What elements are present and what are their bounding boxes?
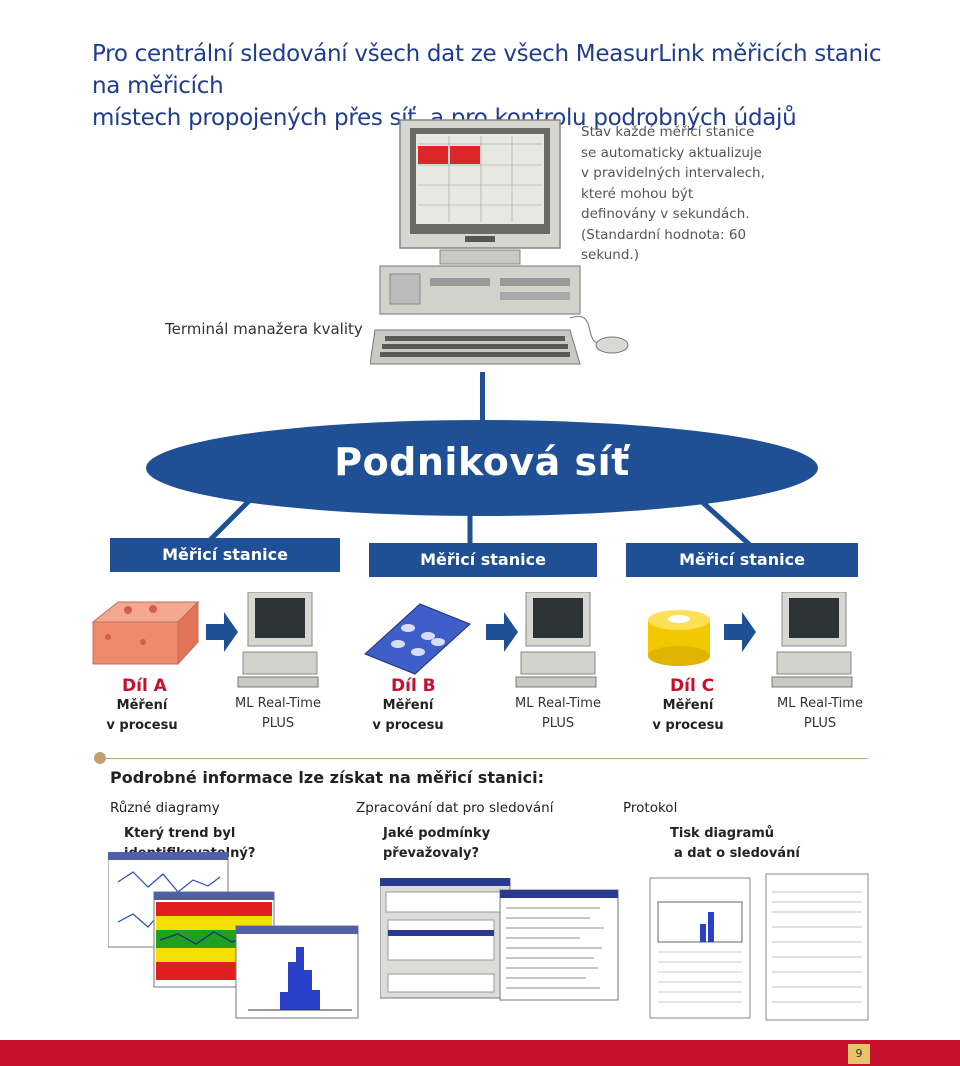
part-c-measure-label: Měření v procesu xyxy=(650,696,726,736)
software-line-1: ML Real-Time xyxy=(777,696,863,711)
question-line-2: a dat o sledování xyxy=(674,846,800,861)
note-line: Stav každé měřicí stanice xyxy=(581,124,755,140)
note-line: se automaticky aktualizuje xyxy=(581,144,762,161)
col-title-tracking: Zpracování dat pro sledování xyxy=(356,800,554,816)
pc-station-icon xyxy=(515,592,597,688)
network-title: Podniková síť xyxy=(334,440,630,484)
details-title: Podrobné informace lze získat na měřicí … xyxy=(110,768,545,787)
question-line-1: Jaké podmínky xyxy=(383,826,491,841)
station-b-illustration xyxy=(364,592,597,688)
arrow-icon xyxy=(206,612,238,652)
question-line-1: Tisk diagramů xyxy=(670,826,775,841)
question-line-2: převažovaly? xyxy=(383,846,479,861)
pc-station-icon xyxy=(237,592,319,688)
monitor-screen-grid xyxy=(416,134,544,224)
station-c-software: ML Real-Time PLUS xyxy=(760,694,880,734)
report-screenshot-thumbnail xyxy=(649,873,869,1021)
col-title-diagrams: Různé diagramy xyxy=(110,800,220,816)
part-b-plate-icon xyxy=(364,603,471,675)
part-a-title: Díl A xyxy=(122,676,167,696)
page-number: 9 xyxy=(848,1044,870,1064)
tracking-screenshot-thumbnail xyxy=(380,878,619,1001)
quality-manager-terminal-illustration xyxy=(370,119,629,365)
part-a-brick-icon xyxy=(91,600,200,666)
col-title-report: Protokol xyxy=(623,800,678,816)
page-headline: Pro centrální sledování všech dat ze vše… xyxy=(92,38,892,134)
headline-line-1: Pro centrální sledování všech dat ze vše… xyxy=(92,41,882,99)
measure-line-2: v procesu xyxy=(106,718,178,733)
station-a-illustration xyxy=(91,592,319,688)
status-update-note: Stav každé měřicí stanice se automaticky… xyxy=(581,122,781,266)
measure-line-1: Měření xyxy=(382,698,434,713)
measure-line-2: v procesu xyxy=(652,718,724,733)
note-line: (Standardní hodnota: 60 xyxy=(581,226,747,243)
note-line: v pravidelných intervalech, xyxy=(581,165,765,181)
station-b-software: ML Real-Time PLUS xyxy=(498,694,618,734)
terminal-label: Terminál manažera kvality xyxy=(165,320,363,338)
software-line-1: ML Real-Time xyxy=(235,696,321,711)
section-divider-dot xyxy=(94,752,106,764)
station-c-illustration xyxy=(648,592,853,688)
software-line-2: PLUS xyxy=(803,716,837,731)
station-box-c: Měřicí stanice xyxy=(626,543,858,577)
pc-station-icon xyxy=(771,592,853,688)
section-divider xyxy=(100,758,868,759)
diagrams-screenshot-thumbnail xyxy=(108,852,359,1019)
software-line-2: PLUS xyxy=(541,716,575,731)
measure-line-1: Měření xyxy=(116,698,168,713)
arrow-icon xyxy=(724,612,756,652)
part-c-title: Díl C xyxy=(670,676,715,696)
question-report: Tisk diagramů a dat o sledování xyxy=(670,824,810,864)
station-a-software: ML Real-Time PLUS xyxy=(218,694,338,734)
measure-line-2: v procesu xyxy=(372,718,444,733)
software-line-2: PLUS xyxy=(261,716,295,731)
station-box-a: Měřicí stanice xyxy=(110,538,340,572)
question-tracking: Jaké podmínky převažovaly? xyxy=(383,824,563,864)
software-line-1: ML Real-Time xyxy=(515,696,601,711)
measure-line-1: Měření xyxy=(662,698,714,713)
part-c-cylinder-icon xyxy=(648,610,710,666)
note-line: sekund.) xyxy=(581,247,639,263)
part-b-measure-label: Měření v procesu xyxy=(370,696,446,736)
note-line: které mohou být xyxy=(581,185,694,202)
arrow-icon xyxy=(486,612,518,652)
part-a-measure-label: Měření v procesu xyxy=(104,696,180,736)
station-box-b: Měřicí stanice xyxy=(369,543,597,577)
terminal-connector-line xyxy=(480,372,485,422)
part-b-title: Díl B xyxy=(391,676,436,696)
company-network-ellipse xyxy=(146,420,818,516)
note-line: definovány v sekundách. xyxy=(581,206,750,222)
footer-bar xyxy=(0,1040,960,1066)
